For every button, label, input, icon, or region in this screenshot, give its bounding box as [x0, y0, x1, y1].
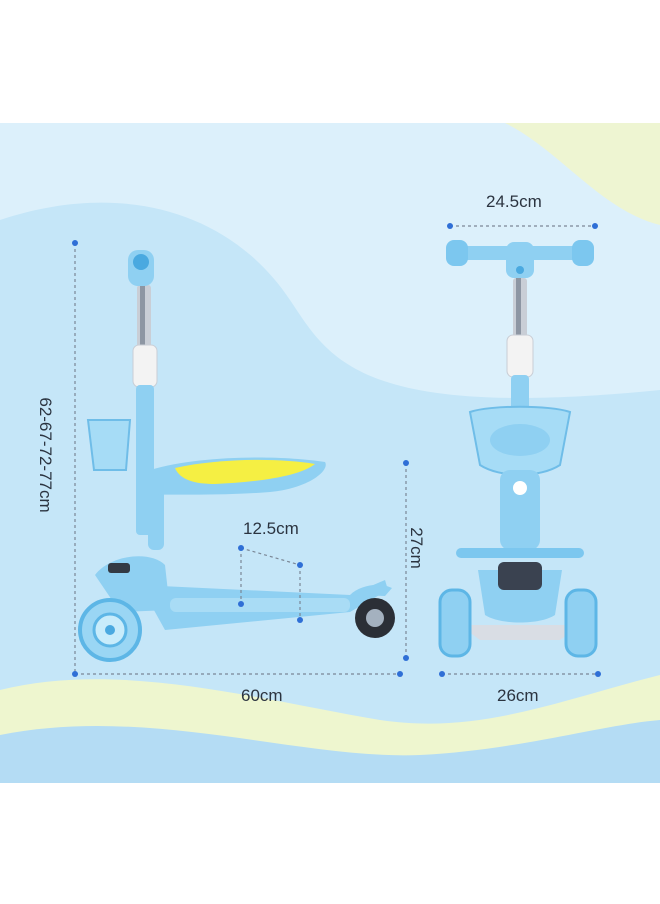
handlebar-width-label: 24.5cm: [486, 192, 542, 211]
wheelbase-width-label: 26cm: [497, 686, 539, 705]
footrest-label: 12.5cm: [243, 519, 299, 538]
deck-height-label: 27cm: [407, 527, 426, 569]
scooter-side-view: [78, 250, 395, 662]
scooter-front-view: [438, 240, 598, 658]
dimension-lines: [74, 225, 598, 675]
length-label: 60cm: [241, 686, 283, 705]
height-range-label: 62-67-72-77cm: [36, 397, 55, 513]
dimension-dots: [72, 223, 601, 677]
